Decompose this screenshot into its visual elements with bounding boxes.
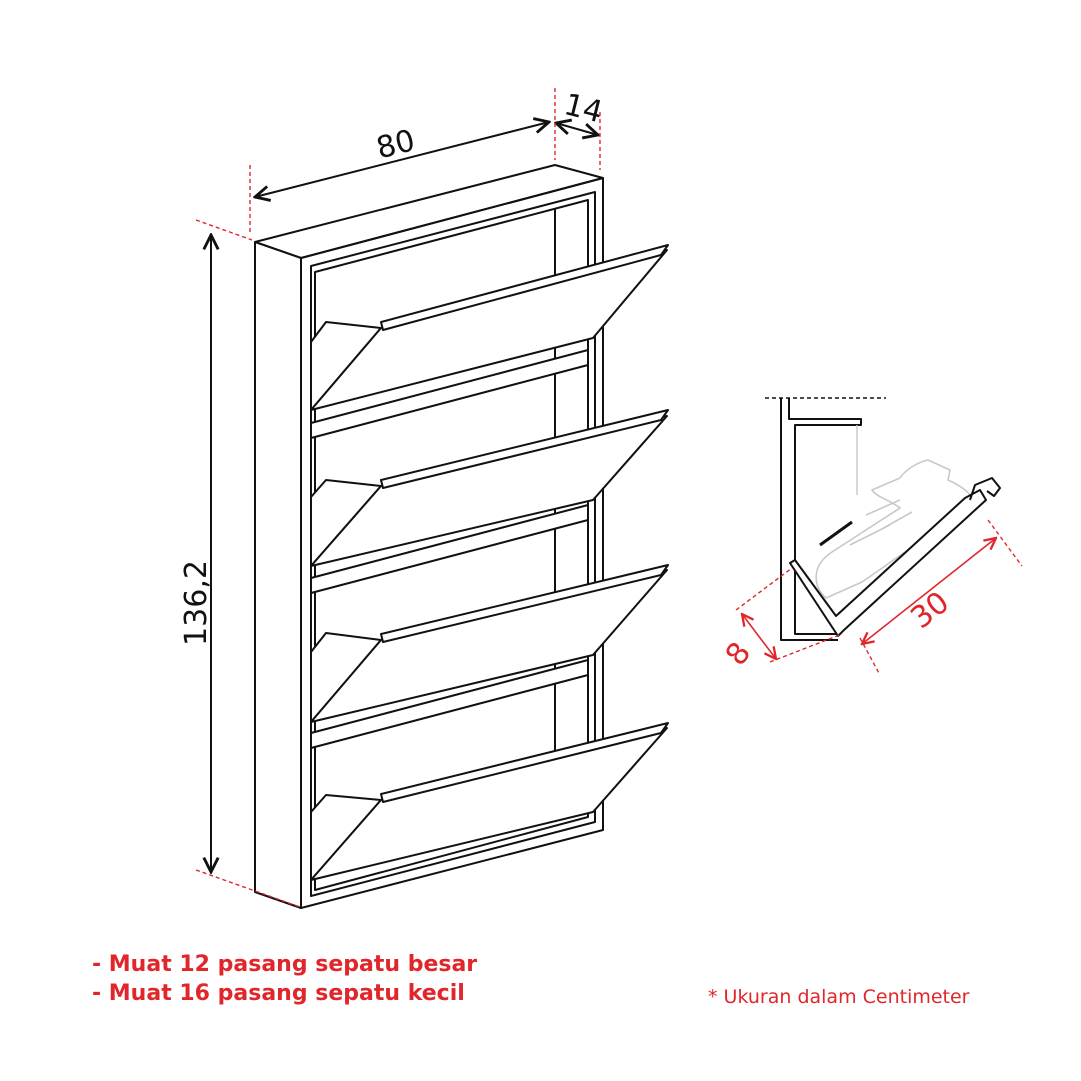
drawer-1-divider [310,349,589,439]
drawer-2 [310,409,669,594]
drawer-4 [310,722,669,881]
drawer-3-divider [310,659,589,749]
drawer-1-lip [380,244,669,331]
feature-item: - Muat 16 pasang sepatu kecil [92,981,465,1006]
extension-lines [195,88,601,908]
dimension-height-label: 136,2 [179,560,214,646]
cabinet-top-face [254,164,604,259]
section-shelf-hook [969,477,1001,501]
shoe-outline [815,459,974,599]
section-shelf [789,489,987,637]
drawer-2-divider [310,504,589,594]
feature-list: - Muat 12 pasang sepatu besar - Muat 16 … [92,950,477,1008]
feature-item: - Muat 12 pasang sepatu besar [92,952,478,977]
dimension-depth-label: 14 [561,87,607,130]
section-dimension-shelf-length-label: 30 [904,585,956,636]
section-dimension-shelf-gap-label: 8 [719,636,758,673]
drawer-3 [310,564,669,749]
section-dimension-shelf-gap: 8 [719,614,776,672]
drawer-3-lip [380,564,669,643]
section-detail [765,397,1001,641]
drawer-1 [310,244,669,439]
drawer-2-lip [380,409,669,489]
section-back-wall [780,398,838,641]
dimension-depth: 14 [556,87,606,135]
cabinet-side-panel [254,241,302,909]
cabinet-front-frame [300,177,604,909]
dimension-width-label: 80 [373,123,419,166]
unit-note: * Ukuran dalam Centimeter [708,986,970,1008]
dimension-height: 136,2 [179,235,214,872]
drawer-4-lip [380,722,669,803]
section-extension-lines [735,519,1023,676]
